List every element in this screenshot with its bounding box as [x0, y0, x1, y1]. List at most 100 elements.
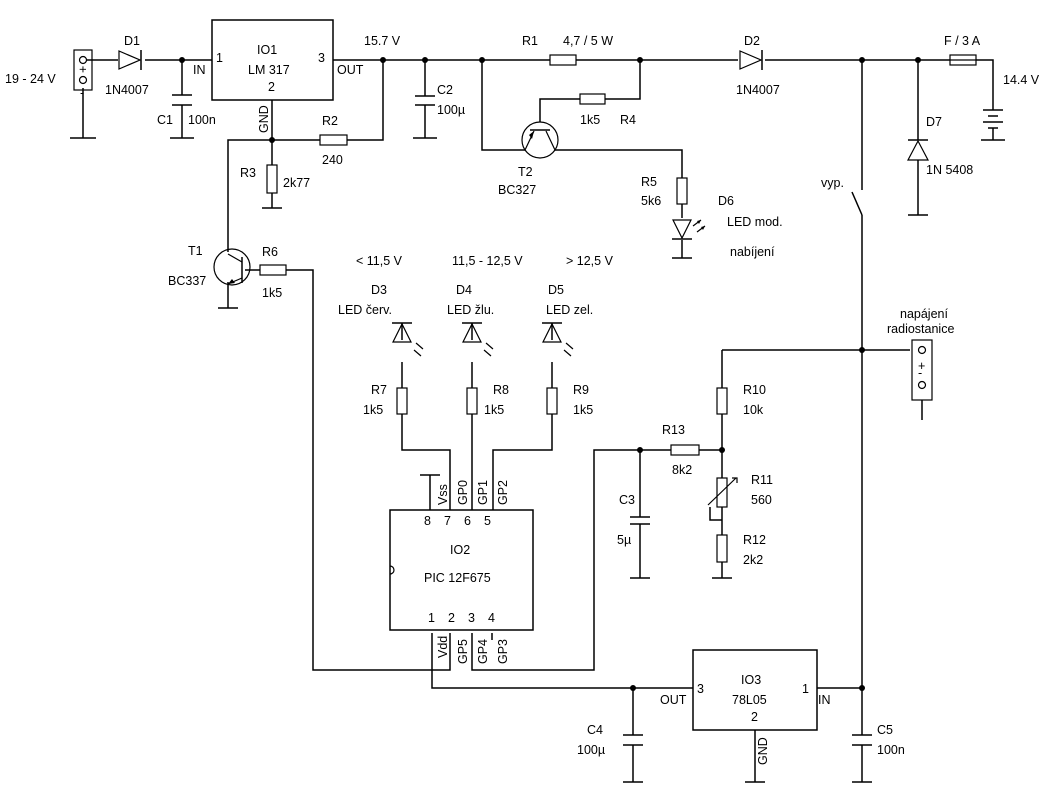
d4-desc: LED žlu.: [447, 303, 494, 317]
r7-label: R7: [371, 383, 387, 397]
radio-label-2: radiostanice: [887, 322, 954, 336]
r1-value: 4,7 / 5 W: [563, 34, 613, 48]
resistor-r1: [549, 54, 577, 66]
input-voltage-label: 19 - 24 V: [5, 72, 56, 86]
resistor-r9: [546, 387, 558, 415]
t1-type: BC337: [168, 274, 206, 288]
r11-label: R11: [751, 473, 773, 487]
junctions: [179, 57, 921, 691]
resistor-r4: [579, 93, 606, 105]
io3-out-label: OUT: [660, 693, 687, 707]
d3-desc: LED červ.: [338, 303, 392, 317]
c5-value: 100n: [877, 743, 905, 757]
diode-d7: [907, 139, 929, 161]
io2-pin5: 5: [484, 514, 491, 528]
output-voltage-label: 15.7 V: [364, 34, 401, 48]
io2-label: IO2: [450, 543, 470, 557]
capacitor-c1: [172, 94, 192, 106]
c1-label: C1: [157, 113, 173, 127]
io3-type: 78L05: [732, 693, 767, 707]
t2-label: T2: [518, 165, 533, 179]
battery: [983, 109, 1003, 140]
r6-label: R6: [262, 245, 278, 259]
r12-label: R12: [743, 533, 766, 547]
io3-pin1: 1: [802, 682, 809, 696]
c5-label: C5: [877, 723, 893, 737]
switch-label: vyp.: [821, 176, 844, 190]
r1-label: R1: [522, 34, 538, 48]
d6-desc-2: nabíjení: [730, 245, 775, 259]
regulator-io3: [692, 649, 818, 731]
resistor-r8: [466, 387, 478, 415]
r8-label: R8: [493, 383, 509, 397]
resistor-r3: [266, 164, 278, 194]
transistor-t2: [521, 121, 559, 159]
io1-type: LM 317: [248, 63, 290, 77]
r11-value: 560: [751, 493, 772, 507]
io1-in-label: IN: [193, 63, 206, 77]
r7-value: 1k5: [363, 403, 383, 417]
c4-label: C4: [587, 723, 603, 737]
io1-label: IO1: [257, 43, 277, 57]
io2-pin2: 2: [448, 611, 455, 625]
io1-out-label: OUT: [337, 63, 364, 77]
d1-type: 1N4007: [105, 83, 149, 97]
radio-plus: +: [918, 359, 925, 373]
io2-pin4: 4: [488, 611, 495, 625]
d5-label: D5: [548, 283, 564, 297]
io3-label: IO3: [741, 673, 761, 687]
r2-value: 240: [322, 153, 343, 167]
led-d4: [462, 322, 494, 357]
io2-pin6: 6: [464, 514, 471, 528]
r2-label: R2: [322, 114, 338, 128]
diode-d2: [739, 50, 763, 70]
c3-value: 5µ: [617, 533, 631, 547]
battery-voltage: 14.4 V: [1003, 73, 1040, 87]
r4-label: R4: [620, 113, 636, 127]
connector-plus: +: [76, 66, 90, 73]
io2-vdd: Vdd: [436, 636, 450, 658]
r10-label: R10: [743, 383, 766, 397]
io2-vss: Vss: [436, 484, 450, 505]
r3-value: 2k77: [283, 176, 310, 190]
resistor-r12: [716, 534, 728, 563]
t2-type: BC327: [498, 183, 536, 197]
radio-connector: [911, 339, 933, 420]
range-low: < 11,5 V: [356, 254, 403, 268]
io2-gp4: GP4: [476, 639, 490, 664]
c1-value: 100n: [188, 113, 216, 127]
io1-pin1: 1: [216, 51, 223, 65]
capacitor-c2: [415, 95, 435, 106]
d5-desc: LED zel.: [546, 303, 593, 317]
resistor-r7: [396, 387, 408, 415]
io1-pin3: 3: [318, 51, 325, 65]
led-d3: [392, 322, 424, 357]
resistor-r6: [259, 264, 287, 276]
io2-pin3: 3: [468, 611, 475, 625]
connector-minus: -: [80, 86, 84, 100]
d3-label: D3: [371, 283, 387, 297]
d6-label: D6: [718, 194, 734, 208]
ground-symbols: [70, 137, 1005, 783]
r5-value: 5k6: [641, 194, 661, 208]
diode-d1: [118, 50, 142, 70]
io2-gp1: GP1: [476, 480, 490, 505]
fuse-f1: [949, 54, 977, 66]
regulator-io1: [211, 19, 334, 101]
r10-value: 10k: [743, 403, 764, 417]
d7-label: D7: [926, 115, 942, 129]
io2-gp5: GP5: [456, 639, 470, 664]
r3-label: R3: [240, 166, 256, 180]
io1-gnd-label: GND: [257, 105, 271, 133]
r12-value: 2k2: [743, 553, 763, 567]
d2-type: 1N4007: [736, 83, 780, 97]
r5-label: R5: [641, 175, 657, 189]
io1-pin2: 2: [268, 80, 275, 94]
r13-value: 8k2: [672, 463, 692, 477]
r13-label: R13: [662, 423, 685, 437]
resistor-r2: [319, 134, 348, 146]
d4-label: D4: [456, 283, 472, 297]
capacitor-c4: [623, 734, 643, 746]
io2-gp2: GP2: [496, 480, 510, 505]
